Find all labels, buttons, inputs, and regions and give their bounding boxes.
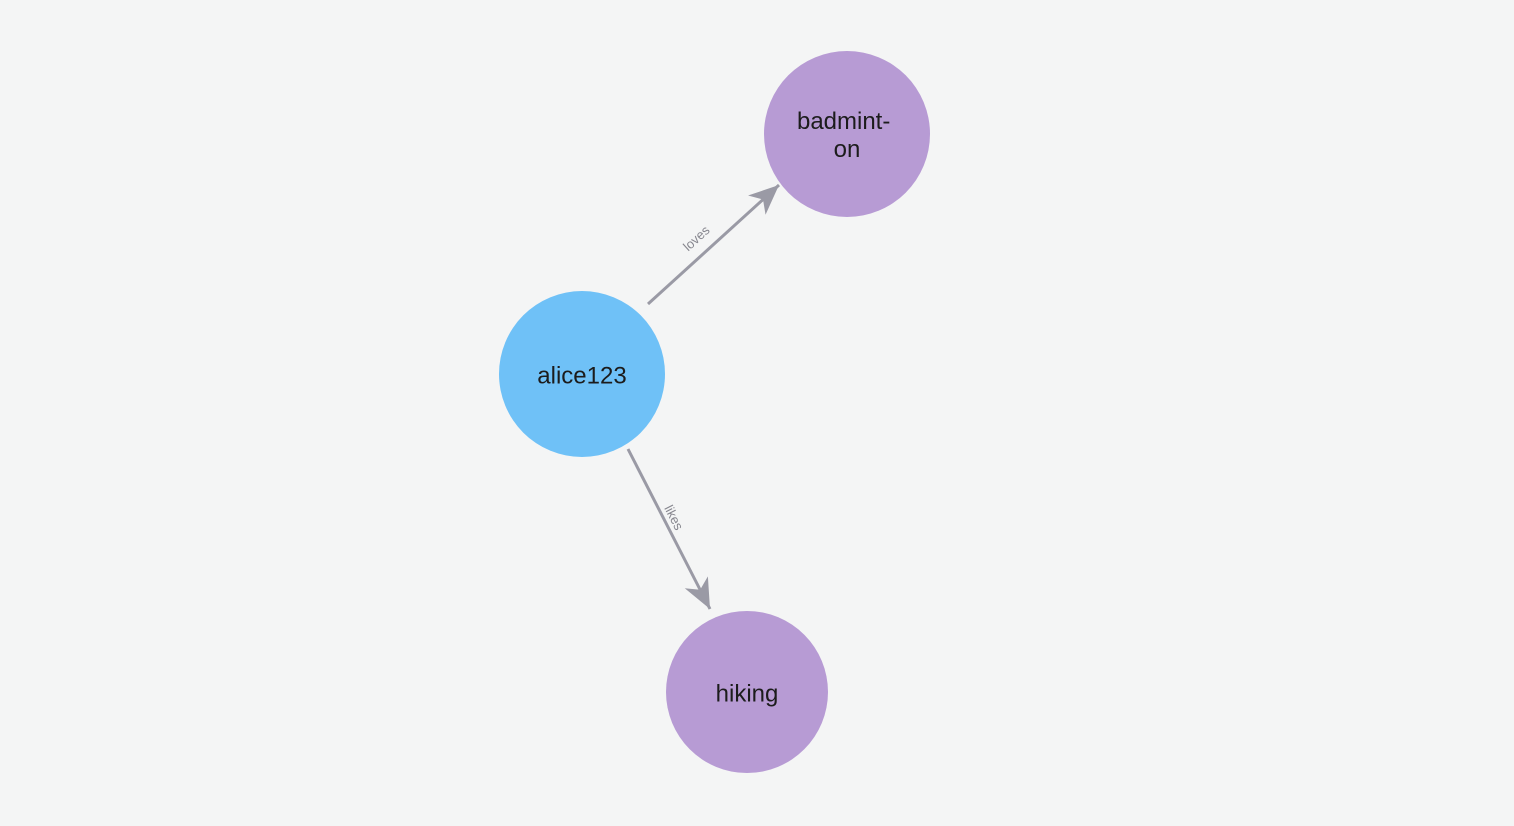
edge-arrowhead-loves — [748, 185, 779, 215]
edges-layer — [626, 175, 788, 615]
edge-line-loves[interactable] — [646, 183, 781, 306]
edge-alice123-loves-badminton[interactable] — [646, 175, 788, 306]
node-circle-alice123[interactable] — [499, 291, 665, 457]
edge-alice123-likes-hiking[interactable] — [626, 448, 722, 615]
nodes-layer: alice123 badmint- on hiking — [499, 51, 930, 773]
node-circle-hiking[interactable] — [666, 611, 828, 773]
node-circle-badminton[interactable] — [764, 51, 930, 217]
edge-line-likes[interactable] — [626, 448, 712, 610]
node-alice123[interactable]: alice123 — [499, 291, 665, 457]
edge-label-likes: likes — [661, 503, 686, 533]
edge-arrowhead-likes — [684, 576, 710, 609]
node-hiking[interactable]: hiking — [666, 611, 828, 773]
node-badminton[interactable]: badmint- on — [764, 51, 930, 217]
